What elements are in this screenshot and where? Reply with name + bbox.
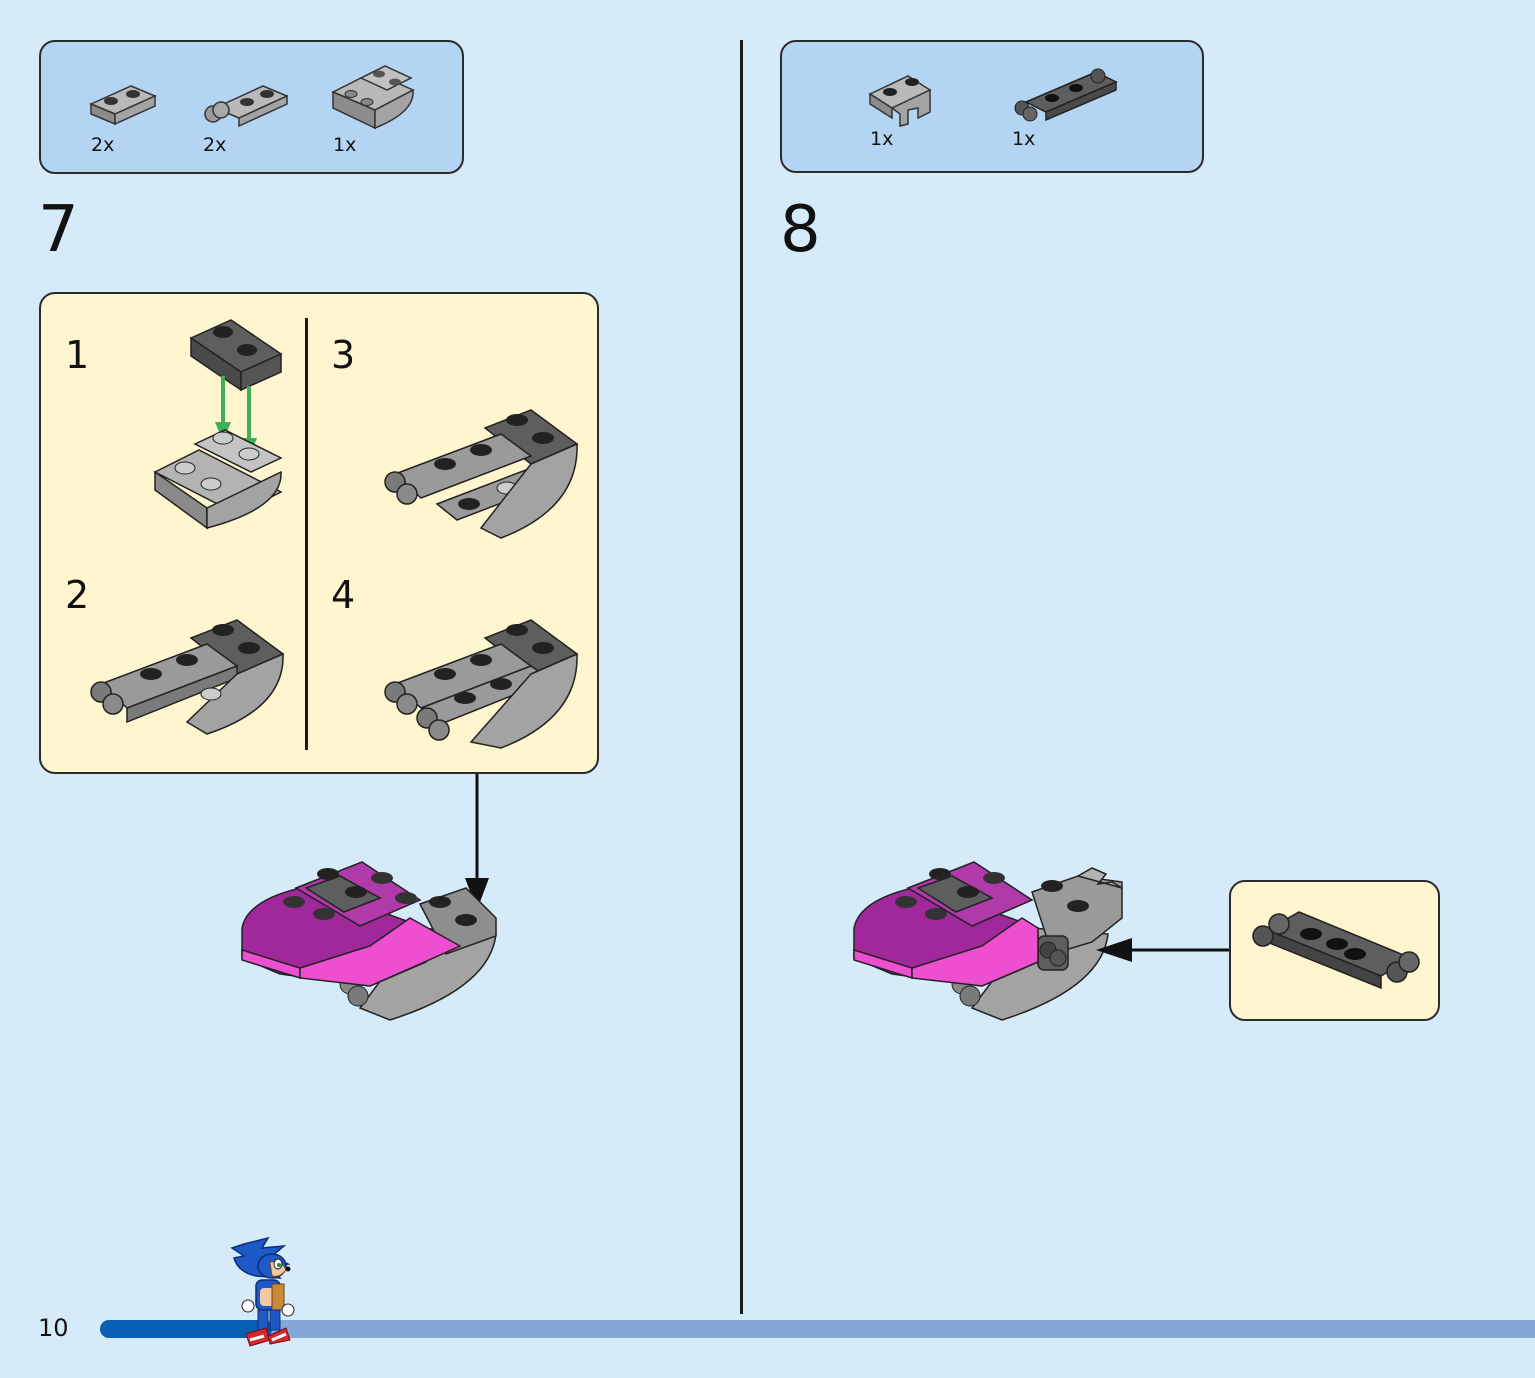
step7-attach-arrow — [465, 774, 489, 910]
step7-parts-list: 2x 2x 1x — [39, 40, 464, 174]
substep-3-illustration — [384, 409, 579, 539]
plate-1x2-with-clip-light-gray-icon — [204, 85, 289, 128]
progress-bar-track — [100, 1320, 1535, 1338]
step7-substeps-box: 1 2 3 4 — [39, 292, 599, 774]
substep-1-number: 1 — [65, 333, 90, 377]
plate-1x4-with-clips-dark-gray-icon — [1014, 68, 1118, 122]
step8-callout-box — [1229, 880, 1440, 1021]
step8-part-qty-2: 1x — [1012, 128, 1036, 150]
sonic-mascot-icon — [230, 1236, 295, 1347]
step8-parts-list: 1x 1x — [780, 40, 1204, 173]
step8-model-illustration — [853, 861, 1123, 1021]
step7-part-qty-2: 2x — [203, 134, 227, 156]
substep-divider — [305, 318, 308, 750]
substep-3-number: 3 — [331, 333, 356, 377]
substep-4-number: 4 — [331, 573, 356, 617]
step8-number: 8 — [780, 193, 821, 267]
plate-1x4-with-clips-dark-gray-icon — [1252, 911, 1420, 990]
page-number: 10 — [38, 1314, 69, 1342]
step7-part-qty-1: 2x — [91, 134, 115, 156]
substep-2-number: 2 — [65, 573, 90, 617]
curved-slope-2x2-light-gray-icon — [331, 65, 415, 130]
substep-1-illustration — [153, 319, 283, 530]
progress-bar-fill — [100, 1320, 273, 1338]
substep-4-illustration — [384, 619, 579, 749]
plate-1x2-light-gray-icon — [89, 85, 157, 126]
step8-part-qty-1: 1x — [870, 128, 894, 150]
page-center-divider — [740, 40, 743, 1314]
plate-1x2-with-clip-light-gray-icon — [868, 75, 932, 127]
step8-attach-arrow — [1096, 938, 1230, 962]
step7-part-qty-3: 1x — [333, 134, 357, 156]
step7-number: 7 — [38, 193, 79, 267]
step7-model-illustration — [241, 861, 497, 1021]
substep-2-illustration — [90, 619, 285, 735]
